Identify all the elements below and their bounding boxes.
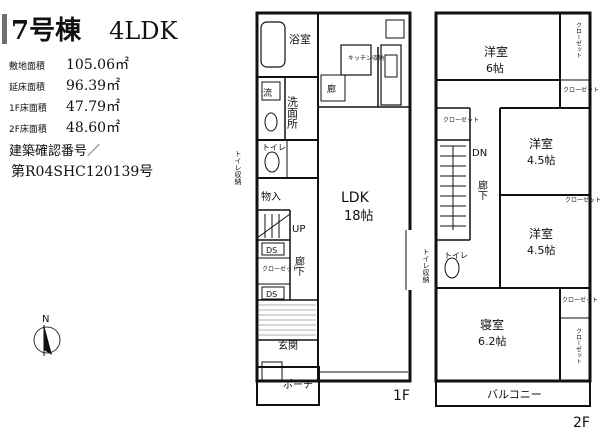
room-west-1: 洋室 xyxy=(484,44,508,59)
balcony: バルコニー xyxy=(487,388,542,401)
closet-2f-d: クローゼット xyxy=(565,196,601,204)
permit-number: 第R04SHC120139号 xyxy=(11,164,154,180)
room-west-2-size: 4.5帖 xyxy=(527,154,556,167)
bathtub-icon xyxy=(260,21,286,68)
spec-value: 48.60㎡ xyxy=(66,120,121,136)
building-name: 7号棟 xyxy=(11,16,82,46)
toilet-2f-icon xyxy=(444,257,460,279)
hall-2f: 廊下 xyxy=(476,179,488,201)
spec-value: 105.06㎡ xyxy=(66,57,129,73)
room-toilet: トイレ xyxy=(262,143,286,152)
room-ldk: LDK xyxy=(341,190,370,206)
range-mark: 廊 xyxy=(327,83,336,95)
floor-1f xyxy=(255,11,412,406)
toilet-storage-2f: トイレ収納 xyxy=(422,248,430,284)
entrance-hatch xyxy=(259,304,316,336)
permit-label: 建築確認番号／ xyxy=(9,144,101,159)
layout-type: 4LDK xyxy=(109,17,178,45)
hall-1f: 廊下 xyxy=(293,255,305,277)
building-title: 7号棟 4LDK xyxy=(11,10,177,47)
room-west-2: 洋室 xyxy=(529,136,553,151)
kitchen-counter xyxy=(320,19,405,106)
room-west-1-size: 6帖 xyxy=(486,62,504,75)
spec-total-floor-area: 延床面積 96.39㎡ xyxy=(9,78,120,94)
spec-label: 2F床面積 xyxy=(9,125,47,135)
room-storage: 物入 xyxy=(261,190,281,203)
toilet-storage-1f: トイレ収納 xyxy=(234,150,242,186)
room-west-3-size: 4.5帖 xyxy=(527,244,556,257)
room-west-3: 洋室 xyxy=(529,226,553,241)
stairs-1f xyxy=(256,213,291,239)
room-entrance: 玄関 xyxy=(278,339,298,352)
closet-2f-a: クローゼット xyxy=(575,22,582,58)
spec-label: 敷地面積 xyxy=(9,62,46,72)
room-toilet-2f: トイレ xyxy=(444,251,468,260)
closet-2f-b: クローゼット xyxy=(563,86,599,94)
closet-2f-c: クローゼット xyxy=(443,116,479,124)
floor-1f-label: 1F xyxy=(393,388,410,404)
room-bedroom-size: 6.2帖 xyxy=(478,335,507,348)
spec-site-area: 敷地面積 105.06㎡ xyxy=(9,57,129,73)
floor-2f xyxy=(434,11,592,407)
compass-north: N xyxy=(42,314,49,325)
stairs-up: UP xyxy=(292,224,305,235)
closet-2f-f: クローゼット xyxy=(575,328,582,364)
room-washroom: 洗面所 xyxy=(286,96,299,130)
room-bath: 浴室 xyxy=(289,32,311,46)
compass-icon: N xyxy=(33,314,61,356)
ds-1: DS xyxy=(266,246,277,255)
toilet-icon xyxy=(264,151,280,173)
spec-2f-area: 2F床面積 48.60㎡ xyxy=(9,120,120,136)
closet-1f: クローゼット xyxy=(262,265,298,273)
spec-label: 1F床面積 xyxy=(9,104,47,114)
room-porch: ポーチ xyxy=(283,379,313,391)
stairs-down: DN xyxy=(472,148,487,159)
stairs-2f xyxy=(440,145,466,230)
spec-label: 延床面積 xyxy=(9,83,46,93)
spec-1f-area: 1F床面積 47.79㎡ xyxy=(9,99,120,115)
basin-icon xyxy=(264,112,278,132)
closet-2f-e: クローゼット xyxy=(562,296,598,304)
kitchen-storage-label: キッチン収納 xyxy=(348,54,384,62)
spec-value: 47.79㎡ xyxy=(66,99,121,115)
porch-step xyxy=(261,361,283,381)
accent-bar xyxy=(2,14,7,44)
spec-value: 96.39㎡ xyxy=(66,78,121,94)
sink-mark: 流 xyxy=(263,87,272,99)
floor-2f-label: 2F xyxy=(573,415,590,431)
room-ldk-size: 18帖 xyxy=(344,209,374,224)
ds-2: DS xyxy=(266,290,277,299)
room-bedroom: 寝室 xyxy=(480,317,504,332)
sink-icon xyxy=(261,81,281,101)
